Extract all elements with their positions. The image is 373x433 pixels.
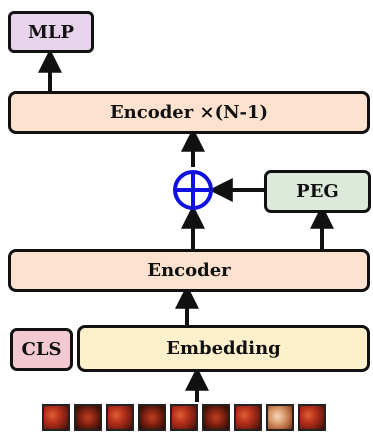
encoder-stack-label: Encoder ×(N-1) [109, 102, 269, 123]
peg-box: PEG [264, 170, 371, 213]
image-patches [42, 404, 326, 431]
encoder-stack-box: Encoder ×(N-1) [8, 91, 370, 134]
embedding-label: Embedding [166, 338, 281, 359]
image-patch [138, 404, 166, 431]
mlp-box: MLP [8, 11, 94, 53]
image-patch [74, 404, 102, 431]
image-patch [234, 404, 262, 431]
peg-label: PEG [296, 181, 339, 202]
image-patch [202, 404, 230, 431]
embedding-box: Embedding [77, 325, 370, 372]
cls-label: CLS [21, 339, 62, 360]
image-patch [298, 404, 326, 431]
mlp-label: MLP [27, 21, 75, 43]
encoder-box: Encoder [8, 249, 370, 292]
image-patch [106, 404, 134, 431]
image-patch [266, 404, 294, 431]
cls-token-box: CLS [10, 328, 73, 371]
image-patch [42, 404, 70, 431]
encoder-label: Encoder [147, 260, 231, 281]
image-patch [170, 404, 198, 431]
add-node-icon [173, 170, 213, 210]
